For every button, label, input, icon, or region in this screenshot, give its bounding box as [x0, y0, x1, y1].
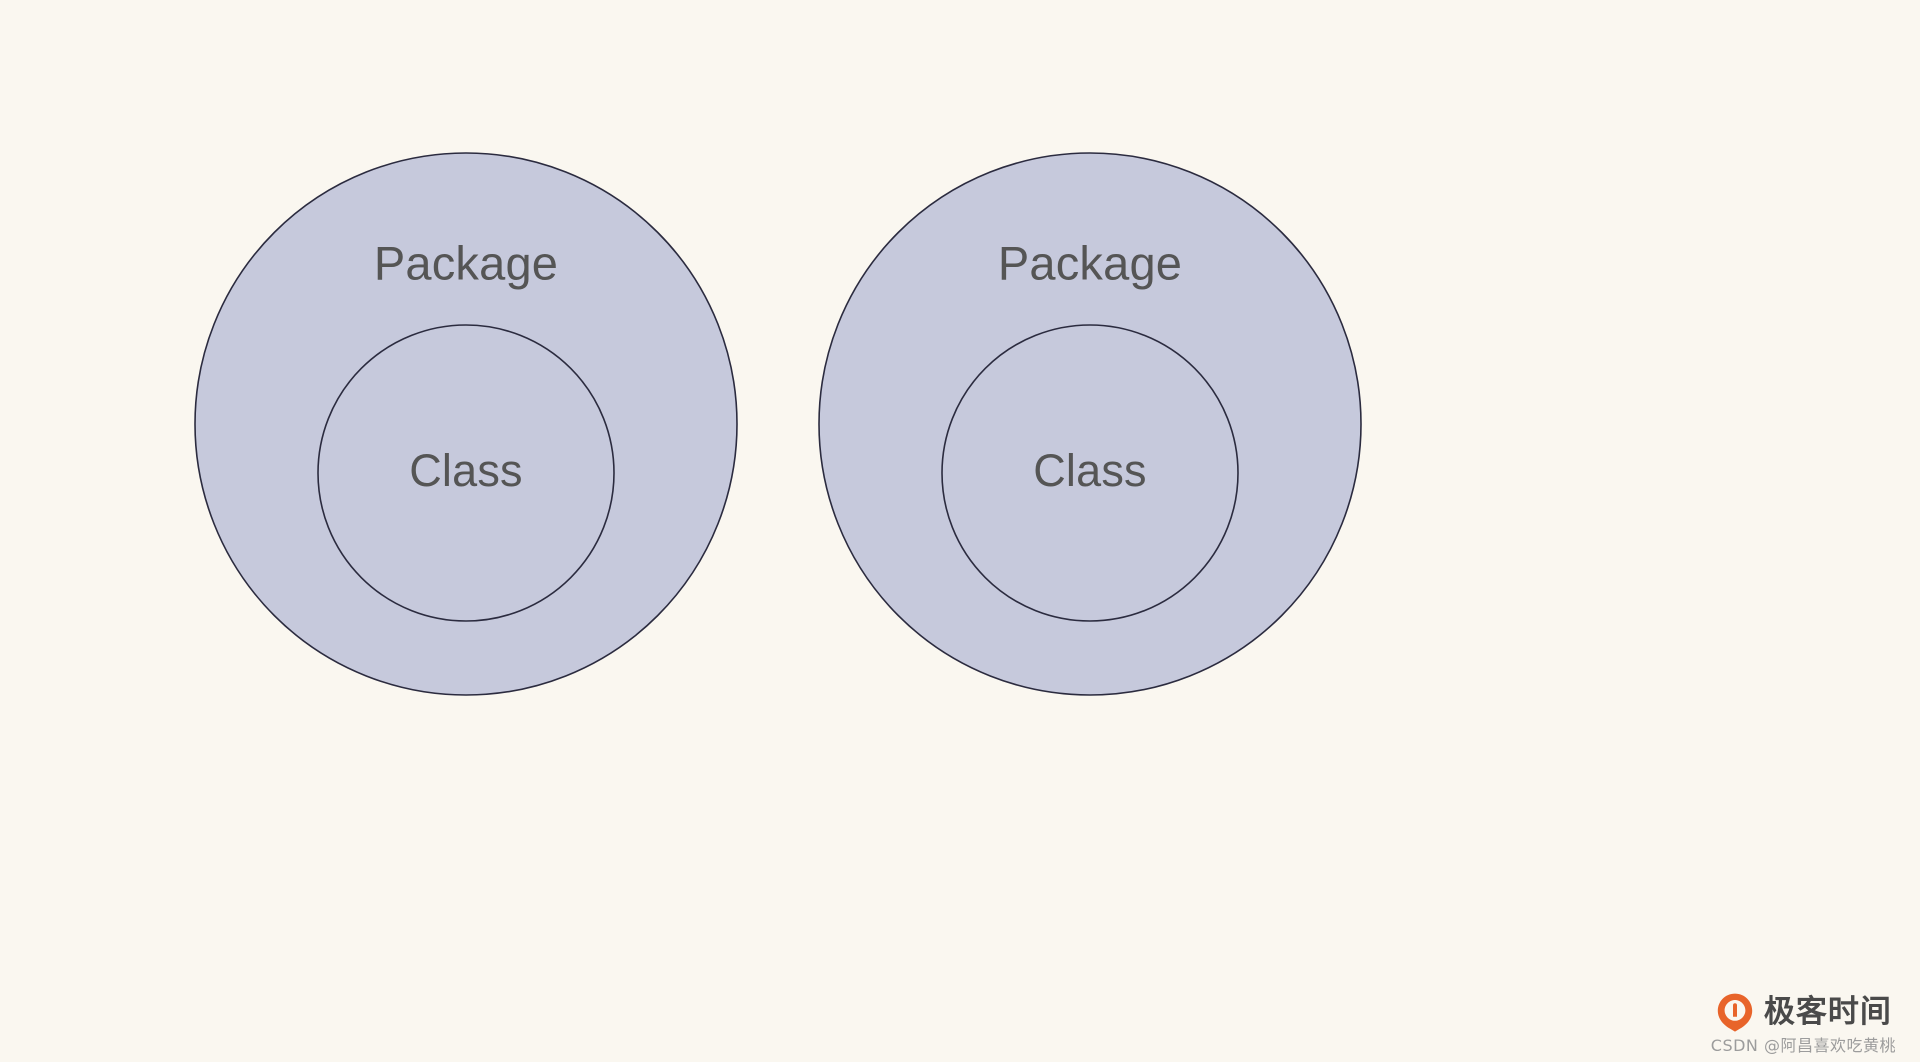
- package-label-right: Package: [998, 236, 1182, 289]
- watermark: 极客时间 CSDN @阿昌喜欢吃黄桃: [1711, 992, 1896, 1054]
- class-label-right: Class: [1033, 445, 1147, 496]
- class-label-left: Class: [409, 445, 523, 496]
- diagram-right: Package Class: [818, 152, 1362, 696]
- class-circle-left: [317, 324, 615, 622]
- brand-name: 极客时间: [1763, 993, 1892, 1030]
- geekbang-pin-logo-icon: [1717, 993, 1753, 1032]
- brand-row: 极客时间: [1715, 992, 1892, 1032]
- package-label-left: Package: [374, 236, 558, 289]
- diagram-left: Package Class: [194, 152, 738, 696]
- credit-line: CSDN @阿昌喜欢吃黄桃: [1710, 1036, 1896, 1055]
- class-circle-right: [941, 324, 1239, 622]
